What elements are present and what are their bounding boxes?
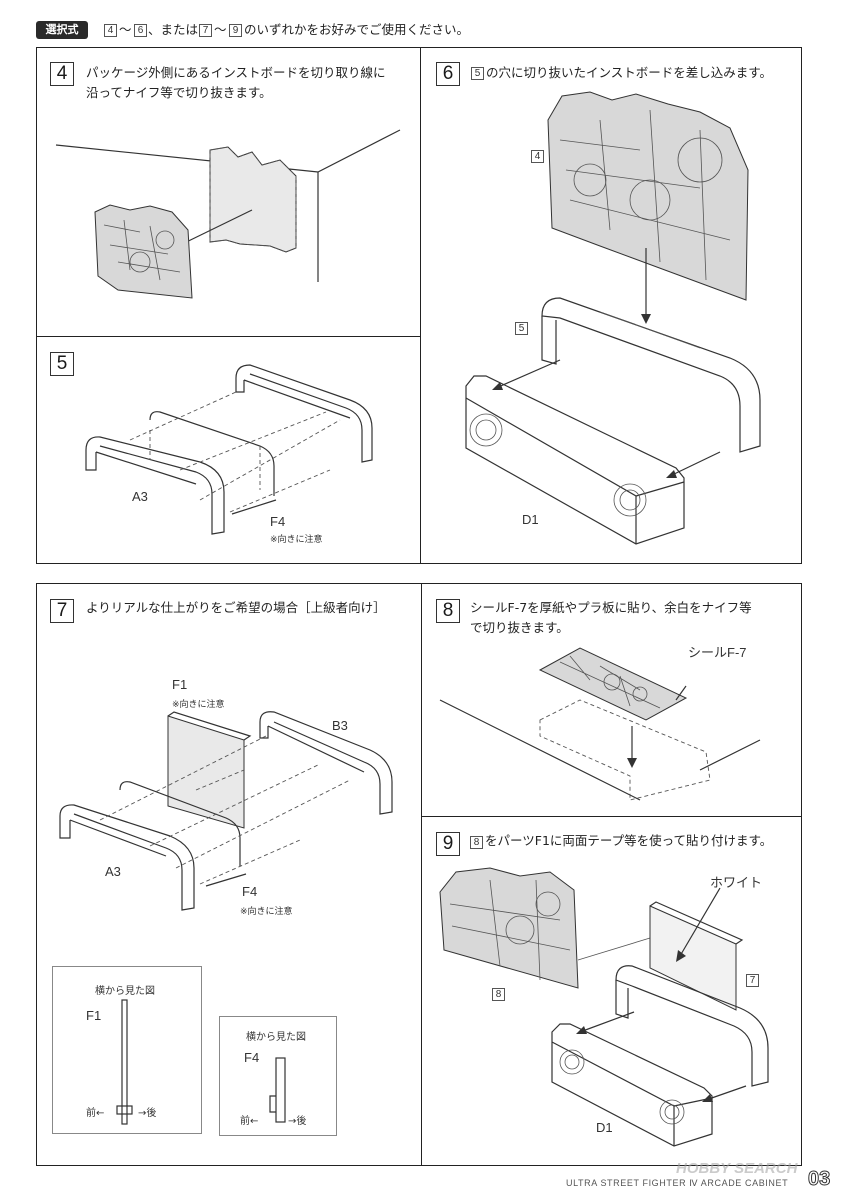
step9-white-label: ホワイト	[710, 875, 763, 890]
step9-panel-frame	[421, 816, 802, 1166]
step7-side-view-2-back: →後	[288, 1116, 307, 1127]
step6-tag-5: 5	[515, 322, 528, 335]
step7-side-view-2-box	[219, 1016, 337, 1136]
step9-tag-7: 7	[746, 974, 759, 987]
step5-label-f4: F4	[270, 514, 286, 529]
step7-label-f4: F4	[242, 884, 258, 899]
header-badge: 選択式	[36, 21, 88, 39]
step9-ref-8: 8	[470, 836, 483, 849]
step8-sticker-label: シールF-7	[688, 645, 747, 660]
step4-instruction-line2: 沿ってナイフ等で切り抜きます。	[86, 85, 272, 100]
header-sep-1: ～	[119, 22, 132, 37]
step4-instruction-line1: パッケージ外側にあるインストボードを切り取り線に	[86, 65, 386, 80]
step8-instruction-line1: シールF-7を厚紙やプラ板に貼り、余白をナイフ等	[470, 600, 752, 615]
step9-label-d1: D1	[596, 1120, 613, 1135]
step6-tag-4: 4	[531, 150, 544, 163]
step7-side-view-1-title: 横から見た図	[95, 986, 155, 997]
header-ref-7: 7	[199, 24, 212, 37]
step4-bottom-divider	[36, 336, 421, 337]
step7-side-view-2-front: 前←	[240, 1116, 259, 1127]
footer-page-number: 03	[807, 1168, 831, 1191]
step7-side-view-1-part: F1	[86, 1008, 102, 1023]
header-ref-9: 9	[229, 24, 242, 37]
step6-ref-5: 5	[471, 67, 484, 80]
step4-number: 4	[50, 62, 74, 86]
step7-side-view-2-part: F4	[244, 1050, 260, 1065]
footer-watermark: HOBBY SEARCH	[676, 1160, 798, 1177]
step7-number: 7	[50, 599, 74, 623]
header-tail-text: のいずれかをお好みでご使用ください。	[244, 22, 470, 37]
step5-number: 5	[50, 352, 74, 376]
step7-label-b3: B3	[332, 718, 348, 733]
step7-side-view-2-title: 横から見た図	[246, 1032, 306, 1043]
step7-note-f1: ※向きに注意	[172, 700, 225, 710]
step9-instruction: をパーツF1に両面テープ等を使って貼り付けます。	[485, 833, 773, 848]
step8-number: 8	[436, 599, 460, 623]
header-mid-text: 、または	[148, 22, 199, 37]
step5-label-a3: A3	[132, 489, 148, 504]
top-panel-frame	[36, 47, 802, 564]
header-ref-6: 6	[134, 24, 147, 37]
step7-instruction: よりリアルな仕上がりをご希望の場合［上級者向け］	[86, 600, 386, 615]
header-sep-2: ～	[214, 22, 227, 37]
step7-label-f1: F1	[172, 677, 188, 692]
step6-instruction: の穴に切り抜いたインストボードを差し込みます。	[486, 65, 773, 80]
step9-number: 9	[436, 832, 460, 856]
step9-tag-8: 8	[492, 988, 505, 1001]
step7-side-view-1-back: →後	[138, 1108, 157, 1119]
step8-instruction-line2: で切り抜きます。	[470, 620, 569, 635]
top-panel-vdivider	[420, 47, 421, 564]
step7-side-view-1-front: 前←	[86, 1108, 105, 1119]
step7-label-a3: A3	[105, 864, 121, 879]
step5-note-f4: ※向きに注意	[270, 535, 323, 545]
header-ref-4: 4	[104, 24, 117, 37]
footer-product-name: ULTRA STREET FIGHTER Ⅳ ARCADE CABINET	[566, 1178, 789, 1188]
step6-number: 6	[436, 62, 460, 86]
step7-side-view-1-box	[52, 966, 202, 1134]
step6-label-d1: D1	[522, 512, 539, 527]
step7-note-f4: ※向きに注意	[240, 907, 293, 917]
